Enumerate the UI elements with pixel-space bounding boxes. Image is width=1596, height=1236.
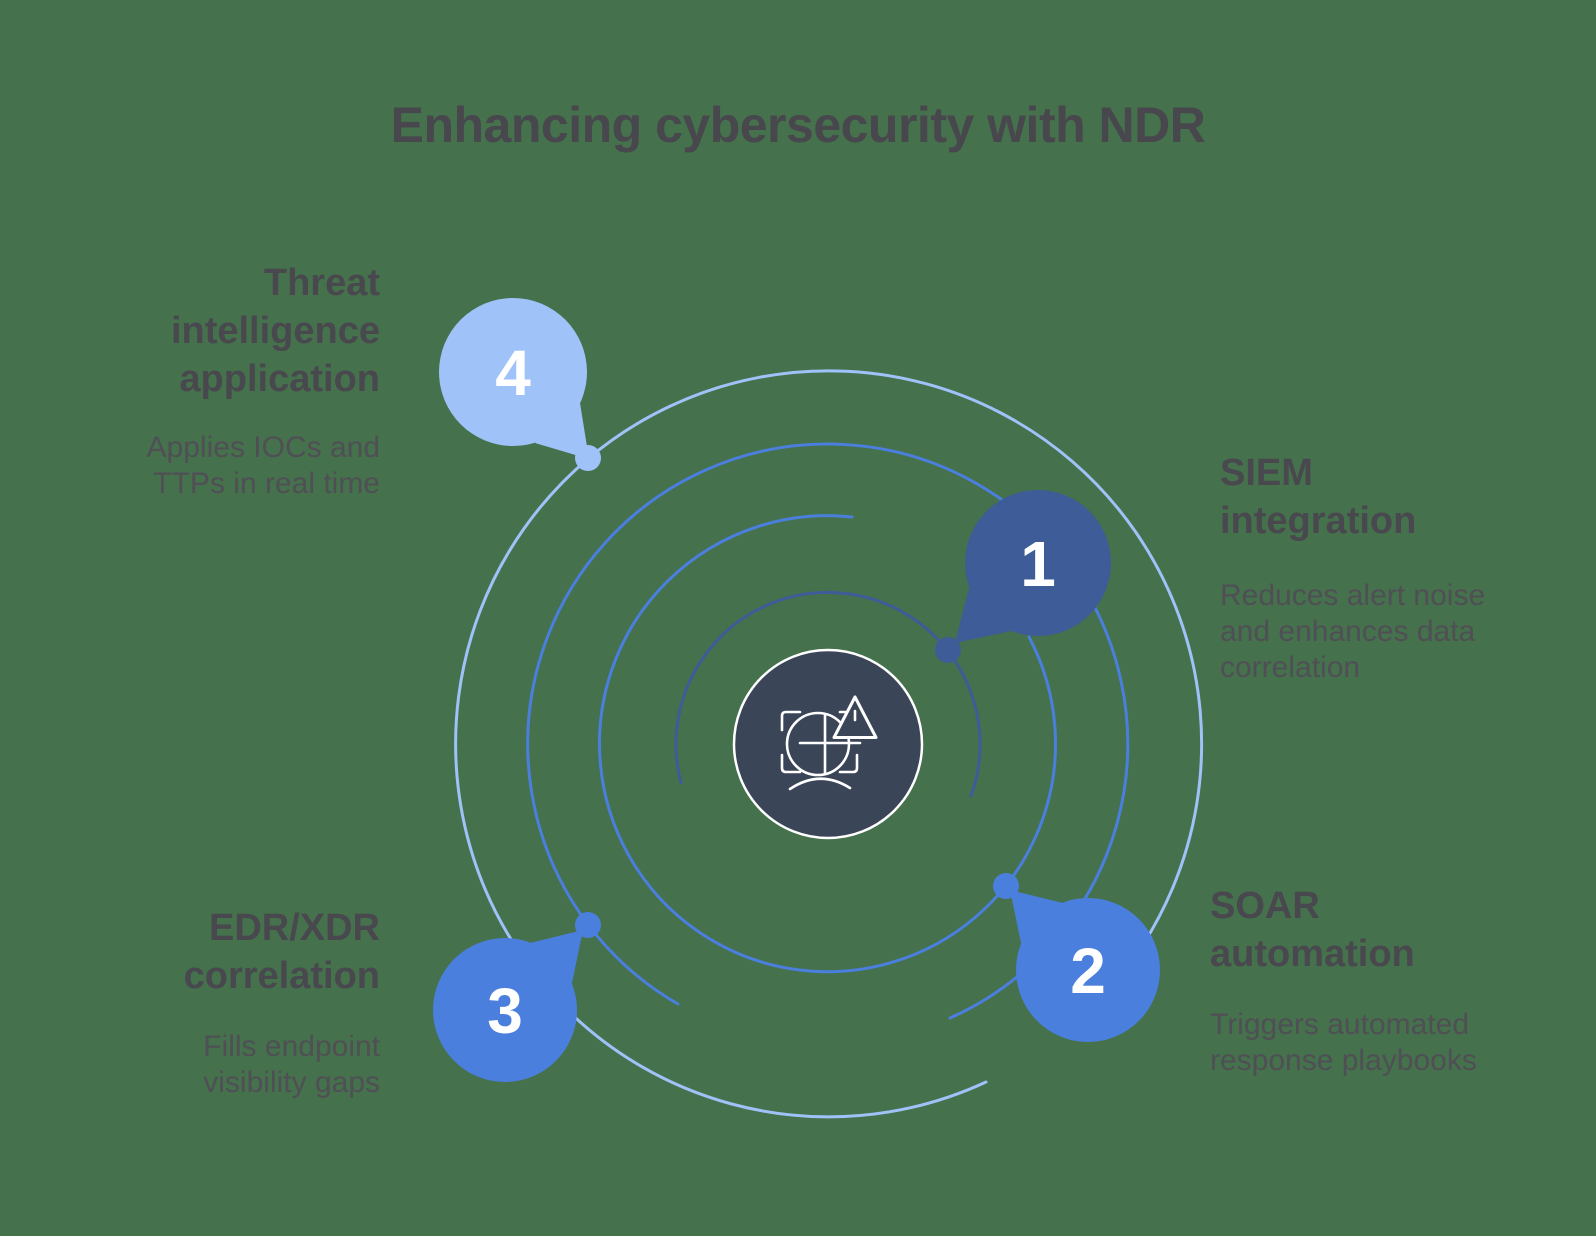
bubble-tail: [955, 588, 1011, 643]
spiral-arc-3: [526, 442, 1130, 1020]
spiral-arc-1: [674, 590, 982, 798]
step-number: 4: [495, 337, 531, 409]
step-text-1: SIEM integration Reduces alert noise and…: [1220, 450, 1505, 686]
bubble-tail: [535, 403, 589, 459]
frown-arc-icon: [788, 777, 852, 791]
spiral-arc-2: [598, 514, 1057, 974]
bubble-tail: [1010, 890, 1063, 943]
step-description: Triggers automated response playbooks: [1210, 1007, 1477, 1077]
step-text-3: EDR/XDR correlation Fills endpoint visib…: [90, 905, 380, 1101]
pie-chart-divider-lines: [798, 712, 862, 776]
step-title: SIEM integration: [1220, 452, 1417, 542]
page-title: Enhancing cybersecurity with NDR: [390, 97, 1206, 153]
step-text-4: Threat intelligence application Applies …: [90, 260, 380, 502]
step-description: Fills endpoint visibility gaps: [203, 1029, 380, 1099]
step-description: Reduces alert noise and enhances data co…: [1220, 578, 1486, 684]
step-title: Threat intelligence application: [170, 262, 380, 400]
bubble-circle: [439, 298, 587, 446]
step-number: 2: [1070, 935, 1106, 1007]
step-description: Applies IOCs and TTPs in real time: [146, 430, 380, 500]
step-title: EDR/XDR correlation: [183, 907, 380, 997]
bubble-circle: [965, 490, 1111, 636]
bubble-tail: [530, 930, 583, 983]
step-bubble-1: 1: [955, 490, 1111, 643]
bubble-circle: [433, 938, 577, 1082]
step-text-2: SOAR automation Triggers automated respo…: [1210, 883, 1515, 1079]
step-number: 3: [487, 975, 523, 1047]
step-number: 1: [1020, 528, 1056, 600]
step-title: SOAR automation: [1210, 885, 1415, 975]
node-dot-1: [935, 637, 961, 663]
step-bubble-4: 4: [439, 298, 589, 459]
center-badge: [732, 648, 924, 840]
viewfinder-brackets-icon: [780, 710, 859, 774]
step-bubble-2: 2: [1010, 890, 1160, 1042]
threat-detection-icon: [780, 695, 878, 791]
bubble-circle: [1016, 898, 1160, 1042]
step-bubble-3: 3: [433, 930, 583, 1082]
